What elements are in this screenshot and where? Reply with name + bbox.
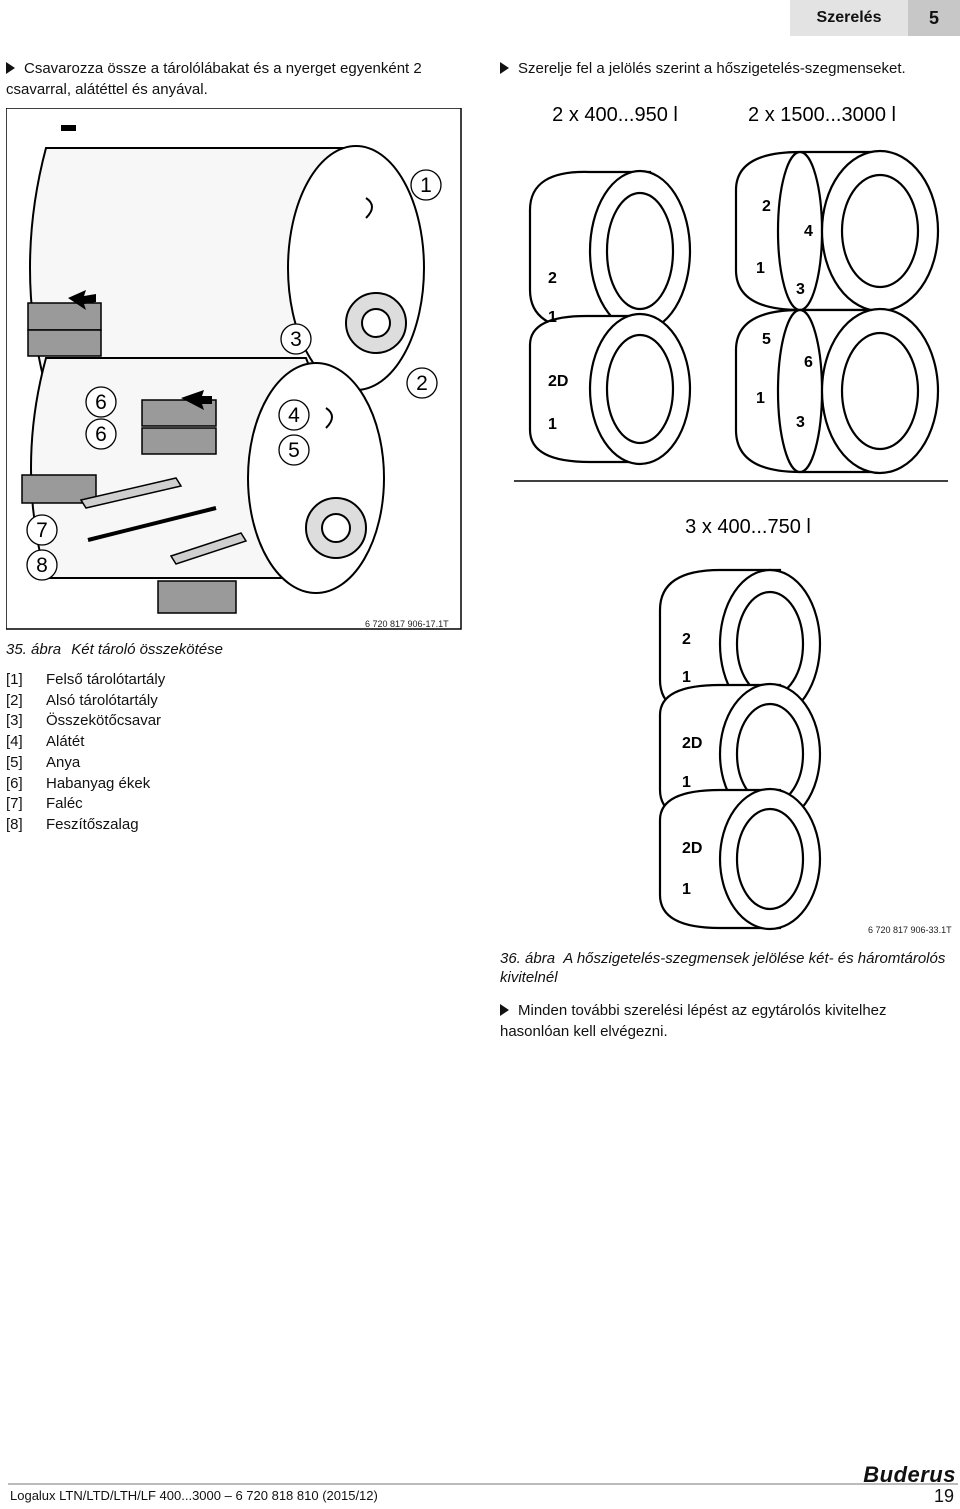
figure-35-code: 6 720 817 906-17.1T [365, 619, 449, 629]
segment-label: 2D [682, 840, 702, 857]
left-step-text: Csavarozza össze a tárolólábakat és a ny… [6, 60, 422, 98]
group-c-drawing [658, 568, 822, 931]
figure-35-frame [6, 108, 462, 630]
segment-label: 6 [804, 354, 813, 371]
callout-7: 7 [36, 519, 48, 542]
final-step: Minden további szerelési lépést az egytá… [500, 1000, 952, 1042]
figure-35-number: 35. ábra [6, 641, 62, 658]
legend-list: [1]Felső tárolótartály [2]Alsó tárolótar… [6, 670, 165, 836]
group-a-title: 2 x 400...950 l [552, 104, 678, 126]
segment-label: 4 [804, 223, 813, 240]
figure-35-caption: 35. ábra Két tároló összekötése [6, 641, 223, 658]
segment-label: 2 [762, 198, 771, 215]
bullet-arrow-icon [6, 62, 15, 74]
group-b-drawing [734, 149, 940, 475]
segment-label: 3 [796, 414, 805, 431]
group-b-title: 2 x 1500...3000 l [748, 104, 896, 126]
legend-item: [2]Alsó tárolótartály [6, 691, 158, 709]
callout-4: 4 [288, 404, 300, 427]
legend-item: [4]Alátét [6, 733, 85, 751]
segment-label: 2 [682, 631, 691, 648]
segment-label: 3 [796, 281, 805, 298]
footer-doc-title: Logalux LTN/LTD/LTH/LF 400...3000 – 6 72… [10, 1488, 378, 1503]
final-step-text: Minden további szerelési lépést az egytá… [500, 1002, 887, 1040]
legend-item: [6]Habanyag ékek [6, 774, 151, 792]
bullet-arrow-icon [500, 1004, 509, 1016]
segment-label: 5 [762, 331, 771, 348]
legend-item: [8]Feszítőszalag [6, 815, 139, 833]
foam-wedges [21, 302, 237, 614]
legend-item: [1]Felső tárolótartály [6, 671, 166, 688]
arrow-icon [68, 290, 96, 310]
callout-8: 8 [36, 554, 48, 577]
segment-label: 1 [756, 390, 765, 407]
legend-item: [3]Összekötőcsavar [6, 712, 162, 730]
footer-divider [8, 1483, 958, 1485]
callout-6: 6 [95, 423, 107, 446]
segment-label: 1 [682, 669, 691, 686]
group-a-drawing [528, 169, 692, 466]
callout-1: 1 [420, 174, 432, 197]
figure-36-insulation-segments: 2 x 400...950 l 2 x 1500...3000 l 3 x 40… [514, 104, 948, 931]
figure-36-code: 6 720 817 906-33.1T [868, 925, 952, 935]
wooden-battens [79, 477, 248, 565]
segment-label: 1 [756, 260, 765, 277]
segment-label: 1 [682, 881, 691, 898]
bullet-arrow-icon [500, 62, 509, 74]
segment-label: 2D [682, 735, 702, 752]
figure-36-number: 36. ábra [500, 950, 556, 967]
figure-35-title: Két tároló összekötése [71, 641, 223, 658]
arrow-icon [181, 390, 212, 410]
left-step: Csavarozza össze a tárolólábakat és a ny… [6, 58, 476, 100]
callout-5: 5 [288, 439, 300, 462]
chapter-number: 5 [908, 0, 960, 36]
legend-item: [7]Faléc [6, 795, 83, 813]
figure-36-title: A hőszigetelés-szegmensek jelölése két- … [500, 950, 946, 986]
segment-label: 2 [548, 270, 557, 287]
callout-3: 3 [290, 328, 302, 351]
figure-36-caption: 36. ábra A hőszigetelés-szegmensek jelöl… [500, 949, 950, 987]
segment-label: 1 [682, 774, 691, 791]
figure-35-tank-connection: 1 2 3 4 5 6 6 7 8 [6, 108, 462, 630]
right-step: Szerelje fel a jelölés szerint a hőszige… [500, 58, 950, 79]
group-c-title: 3 x 400...750 l [685, 516, 811, 538]
brand-logo: Buderus [863, 1462, 956, 1487]
section-title: Szerelés [790, 0, 908, 36]
callout-circles [26, 169, 442, 581]
legend-item: [5]Anya [6, 753, 81, 771]
callout-2: 2 [416, 372, 428, 395]
segment-label: 1 [548, 416, 557, 433]
segment-label: 1 [548, 309, 557, 326]
callout-6: 6 [95, 391, 107, 414]
page-number: 19 [933, 1486, 954, 1506]
segment-label: 2D [548, 373, 568, 390]
right-step-text: Szerelje fel a jelölés szerint a hőszige… [518, 60, 906, 77]
tension-strap [87, 506, 217, 542]
